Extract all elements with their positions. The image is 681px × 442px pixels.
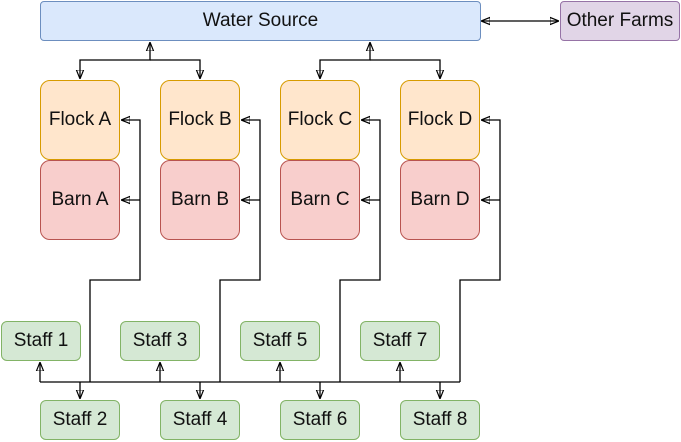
connector-water-flock-a: [80, 43, 150, 78]
staff-2-node: Staff 2: [40, 400, 120, 440]
connector-staff-flock-c: [339, 120, 381, 382]
connector-water-flock-c: [320, 43, 370, 78]
barn-c-node: Barn C: [280, 160, 360, 240]
staff-5-node: Staff 5: [240, 321, 320, 361]
barn-a-node: Barn A: [40, 160, 120, 240]
flock-a-node: Flock A: [40, 80, 120, 160]
connector-staff-flock-d: [459, 120, 501, 382]
staff-4-node: Staff 4: [160, 400, 240, 440]
staff-6-node: Staff 6: [280, 400, 360, 440]
flock-c-node: Flock C: [280, 80, 360, 160]
water-source-node: Water Source: [40, 1, 481, 41]
flock-b-node: Flock B: [160, 80, 240, 160]
connector-water-flock-b: [150, 59, 200, 78]
staff-3-node: Staff 3: [120, 321, 200, 361]
other-farms-node: Other Farms: [560, 1, 680, 41]
connector-staff-flock-a: [89, 120, 141, 382]
staff-8-node: Staff 8: [400, 400, 480, 440]
connector-water-flock-d: [370, 59, 440, 78]
staff-1-node: Staff 1: [1, 321, 81, 361]
flock-d-node: Flock D: [400, 80, 480, 160]
barn-b-node: Barn B: [160, 160, 240, 240]
barn-d-node: Barn D: [400, 160, 480, 240]
connector-staff-flock-b: [219, 120, 261, 382]
staff-7-node: Staff 7: [360, 321, 440, 361]
